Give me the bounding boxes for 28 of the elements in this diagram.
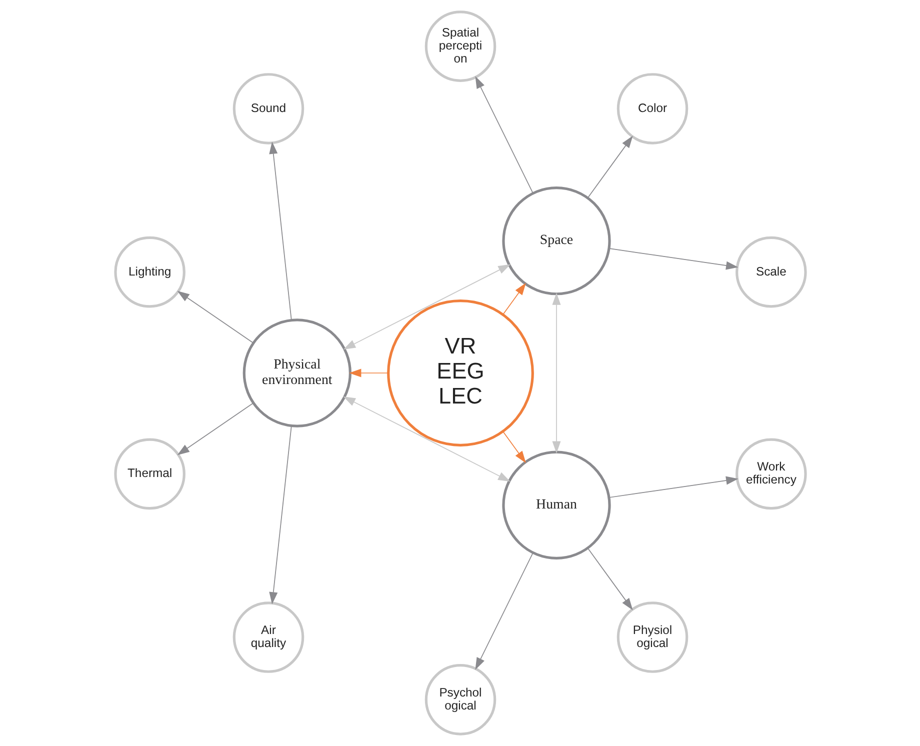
arrow	[342, 264, 510, 350]
node-circle: Scale	[735, 236, 806, 308]
node-circle: Work efficiency	[735, 438, 806, 510]
arrow	[502, 282, 526, 315]
arrow	[176, 290, 254, 344]
node-circle: Thermal	[114, 438, 185, 510]
arrow	[474, 552, 533, 670]
arrow	[608, 476, 738, 498]
node-circle: Lighting	[114, 236, 185, 308]
node-circle: Air quality	[232, 602, 304, 673]
node-circle: VR EEG LEC	[386, 300, 534, 446]
arrow	[502, 431, 526, 464]
arrow	[268, 425, 292, 604]
arrow	[176, 402, 254, 456]
node-circle: Physical environment	[242, 318, 351, 428]
node-circle: Sound	[232, 73, 304, 144]
arrow	[348, 368, 388, 378]
node-circle: Physiol ogical	[616, 602, 688, 673]
arrow	[474, 76, 533, 194]
arrow	[268, 142, 292, 321]
arrow	[586, 548, 632, 610]
node-circle: Spatial percepti on	[424, 10, 496, 82]
arrow	[552, 292, 560, 454]
arrow	[586, 136, 632, 198]
node-circle: Color	[616, 73, 688, 144]
arrow	[342, 396, 510, 482]
node-circle: Psychol ogical	[424, 664, 496, 736]
arrow	[608, 248, 738, 270]
